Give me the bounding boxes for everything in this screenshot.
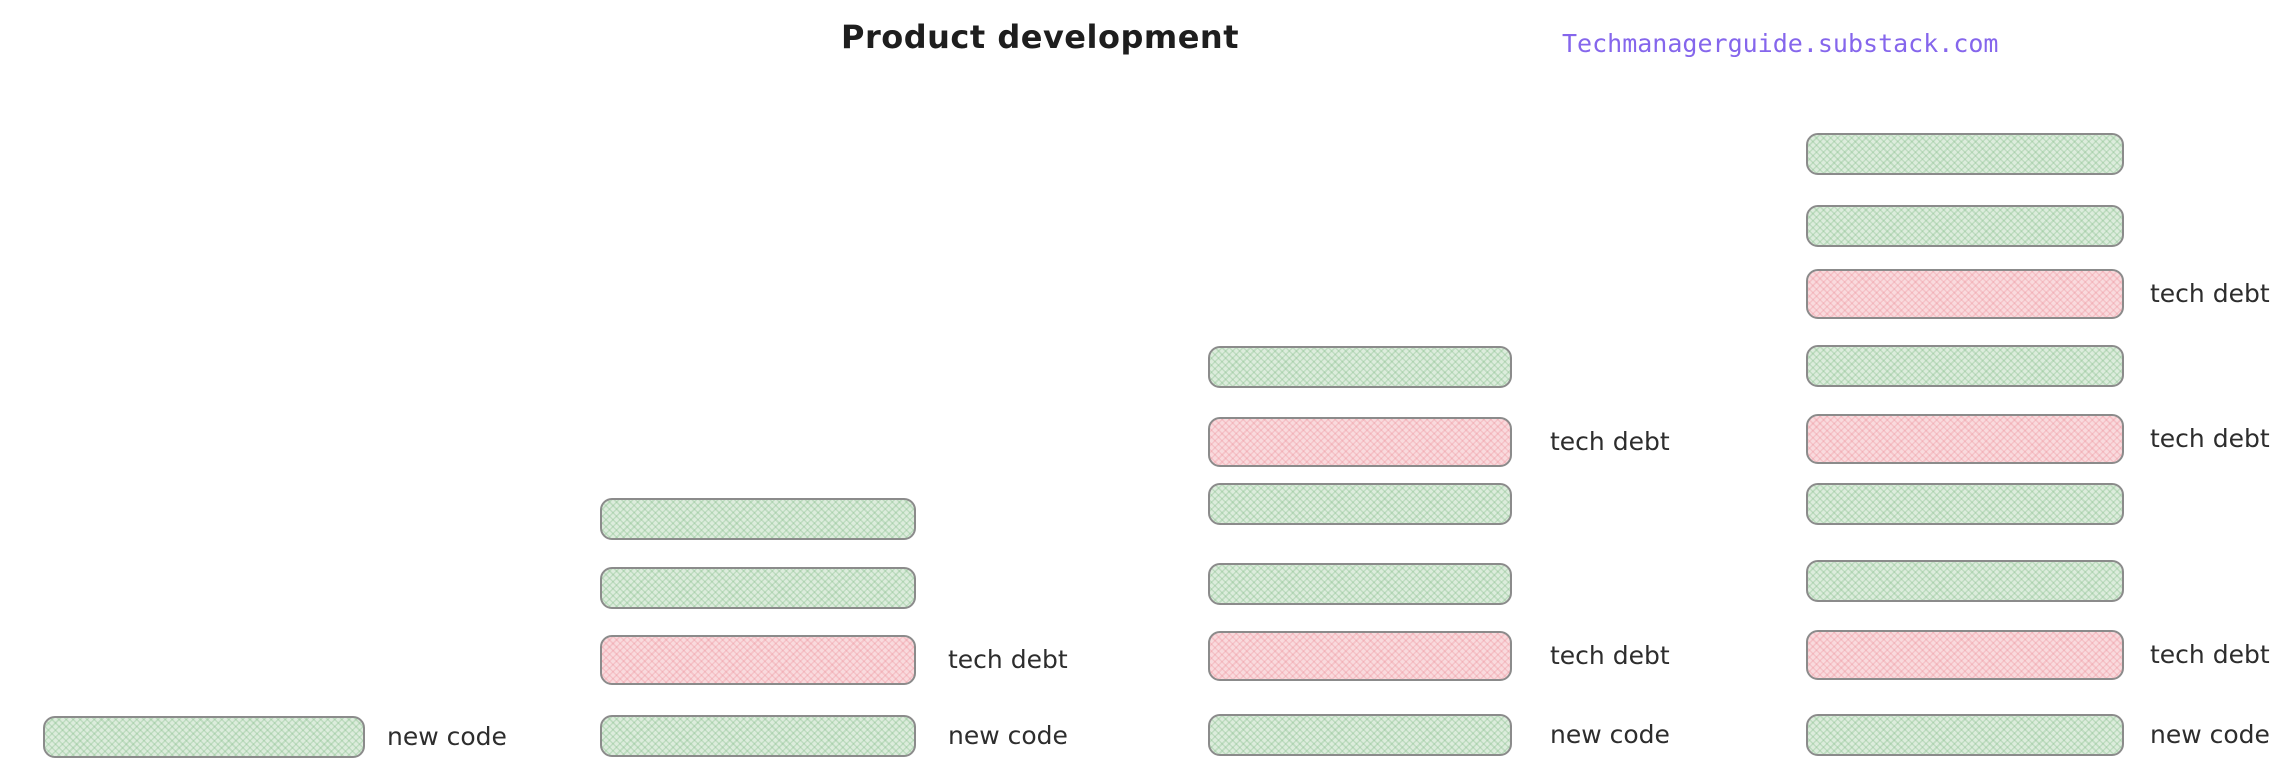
page-title: Product development xyxy=(841,18,1239,56)
new-code-bar xyxy=(1208,346,1512,388)
bar-label: tech debt xyxy=(2150,424,2270,453)
tech-debt-bar xyxy=(1806,630,2124,680)
tech-debt-bar xyxy=(1806,269,2124,319)
tech-debt-bar xyxy=(1208,417,1512,467)
new-code-bar xyxy=(600,567,916,609)
new-code-bar xyxy=(1806,483,2124,525)
bar-label: tech debt xyxy=(2150,279,2270,308)
tech-debt-bar xyxy=(1208,631,1512,681)
new-code-bar xyxy=(600,498,916,540)
new-code-bar xyxy=(1806,560,2124,602)
bar-label: tech debt xyxy=(2150,640,2270,669)
tech-debt-bar xyxy=(1806,414,2124,464)
bar-label: tech debt xyxy=(948,645,1068,674)
new-code-bar xyxy=(1806,205,2124,247)
bar-label: tech debt xyxy=(1550,427,1670,456)
tech-debt-bar xyxy=(600,635,916,685)
new-code-bar xyxy=(1806,345,2124,387)
new-code-bar xyxy=(600,715,916,757)
new-code-bar xyxy=(1208,563,1512,605)
new-code-bar xyxy=(1208,714,1512,756)
bar-label: tech debt xyxy=(1550,641,1670,670)
watermark-url: Techmanagerguide.substack.com xyxy=(1562,29,1999,58)
new-code-bar xyxy=(43,716,365,758)
new-code-bar xyxy=(1208,483,1512,525)
bar-label: new code xyxy=(387,722,507,751)
new-code-bar xyxy=(1806,714,2124,756)
new-code-bar xyxy=(1806,133,2124,175)
bar-label: new code xyxy=(2150,720,2270,749)
bar-label: new code xyxy=(948,721,1068,750)
bar-label: new code xyxy=(1550,720,1670,749)
